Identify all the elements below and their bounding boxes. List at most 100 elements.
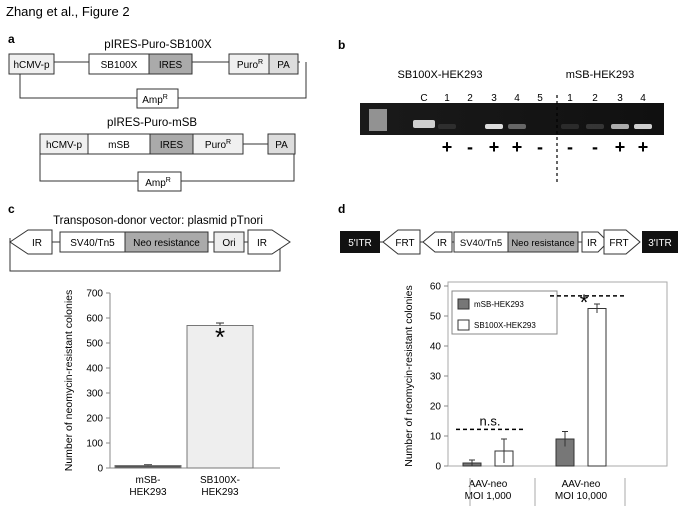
x-tick-label: mSB- — [136, 475, 161, 486]
pa-box — [267, 133, 296, 155]
construct-msb-title: pIRES-Puro-mSB — [107, 117, 197, 129]
itr-3-box — [642, 231, 678, 253]
itr-5-label: 5'ITR — [348, 238, 372, 249]
bar — [114, 465, 182, 469]
y-tick-label: 200 — [86, 414, 103, 425]
gel-lane-number: 5 — [537, 93, 543, 104]
itr-5-box — [340, 231, 380, 253]
x-tick-label: HEK293 — [129, 487, 167, 498]
y-tick-label: 10 — [430, 432, 442, 443]
y-tick-label: 300 — [86, 389, 103, 400]
legend-box — [451, 290, 558, 335]
y-tick-label: 50 — [430, 312, 442, 323]
gel-band — [508, 124, 526, 129]
gel-lane-number: 4 — [640, 93, 646, 104]
pa-box — [268, 53, 299, 75]
neo-resistance-box — [124, 231, 209, 253]
msb-label: mSB — [108, 140, 130, 151]
frt-left-label: FRT — [395, 238, 414, 249]
ns-label: n.s. — [480, 413, 501, 428]
ires-box — [148, 53, 193, 75]
gel-lane-number: 2 — [467, 93, 473, 104]
frt-right-label: FRT — [609, 238, 628, 249]
gel-band — [634, 124, 652, 129]
sv40-tn5-label: SV40/Tn5 — [460, 238, 502, 249]
ires-label: IRES — [160, 140, 184, 151]
y-tick-label: 20 — [430, 402, 442, 413]
amp-box — [136, 88, 179, 109]
sv40-tn5-label: SV40/Tn5 — [70, 238, 115, 249]
plus-sign: + — [615, 137, 626, 157]
gel-band — [561, 124, 579, 129]
plus-sign: + — [442, 137, 453, 157]
plasmid-backbone — [9, 238, 281, 272]
minus-sign: - — [592, 137, 598, 157]
amp-label: AmpR — [142, 94, 168, 106]
gel-ladder-band — [369, 109, 387, 131]
gel-group-sb100x: SB100X-HEK293 — [398, 69, 483, 81]
y-tick-label: 400 — [86, 364, 103, 375]
hcmv-promoter-label: hCMV-p — [46, 140, 83, 151]
ir-left-label: IR — [437, 238, 447, 249]
plasmid-backbone — [39, 144, 295, 182]
hcmv-promoter-label: hCMV-p — [13, 60, 50, 71]
frt-right-arrow — [603, 229, 641, 255]
gel-lane-number: 1 — [567, 93, 573, 104]
hcmv-promoter-box — [8, 53, 55, 75]
gel-band — [438, 124, 456, 129]
y-tick-label: 0 — [97, 464, 103, 475]
pa-label: PA — [275, 140, 288, 151]
gel-band — [611, 124, 629, 129]
ir-right-label: IR — [587, 238, 597, 249]
panel-a-label: a — [8, 32, 15, 46]
minus-sign: - — [467, 137, 473, 157]
legend-label: SB100X-HEK293 — [474, 321, 536, 330]
x-tick-label: AAV-neo — [562, 479, 601, 490]
ir-right-label: IR — [257, 238, 267, 249]
construct-sb100x: pIRES-Puro-SB100X hCMV-p SB100X IRES Pur… — [8, 39, 307, 109]
x-tick-label: AAV-neo — [469, 479, 508, 490]
ori-box — [213, 231, 245, 253]
y-tick-label: 60 — [430, 282, 442, 293]
ir-right-arrow — [247, 229, 291, 255]
bar — [587, 308, 607, 467]
y-tick-label: 0 — [435, 462, 441, 473]
gel-group-msb: mSB-HEK293 — [566, 69, 634, 81]
y-tick-label: 100 — [86, 439, 103, 450]
plus-sign: + — [512, 137, 523, 157]
x-tick-label: MOI 10,000 — [555, 491, 608, 502]
ir-left-label: IR — [32, 238, 42, 249]
gel-lane-number: 4 — [514, 93, 520, 104]
gel-bands — [369, 109, 652, 131]
itr-3-label: 3'ITR — [648, 238, 672, 249]
transposon-donor-vector: Transposon-donor vector: plasmid pTnori … — [9, 215, 291, 272]
construct-msb: pIRES-Puro-mSB hCMV-p mSB IRES PuroR PA … — [39, 117, 296, 192]
amp-box — [137, 171, 182, 192]
x-tick-label: MOI 1,000 — [465, 491, 512, 502]
neo-resistance-label: Neo resistance — [133, 238, 200, 249]
y-tick-label: 40 — [430, 342, 442, 353]
ir-left-arrow — [9, 229, 53, 255]
puro-box — [192, 133, 244, 155]
puro-label: PuroR — [237, 59, 263, 71]
pa-label: PA — [277, 60, 290, 71]
x-tick-label: HEK293 — [201, 487, 239, 498]
gel-image — [360, 103, 664, 135]
gel-lane-number: 2 — [592, 93, 598, 104]
ori-label: Ori — [222, 238, 235, 249]
gel-lane-number: 1 — [444, 93, 450, 104]
neo-resistance-box — [507, 231, 579, 253]
y-tick-label: 30 — [430, 372, 442, 383]
ires-label: IRES — [159, 60, 183, 71]
ir-left-arrow — [422, 231, 453, 253]
gel-lane-control: C — [420, 93, 427, 104]
panel-b-label: b — [338, 38, 345, 52]
puro-label: PuroR — [205, 139, 231, 151]
ir-right-arrow — [581, 231, 609, 253]
y-axis-label: Number of neomycin-resistant colonies — [403, 285, 415, 467]
significance-star: * — [580, 290, 589, 315]
